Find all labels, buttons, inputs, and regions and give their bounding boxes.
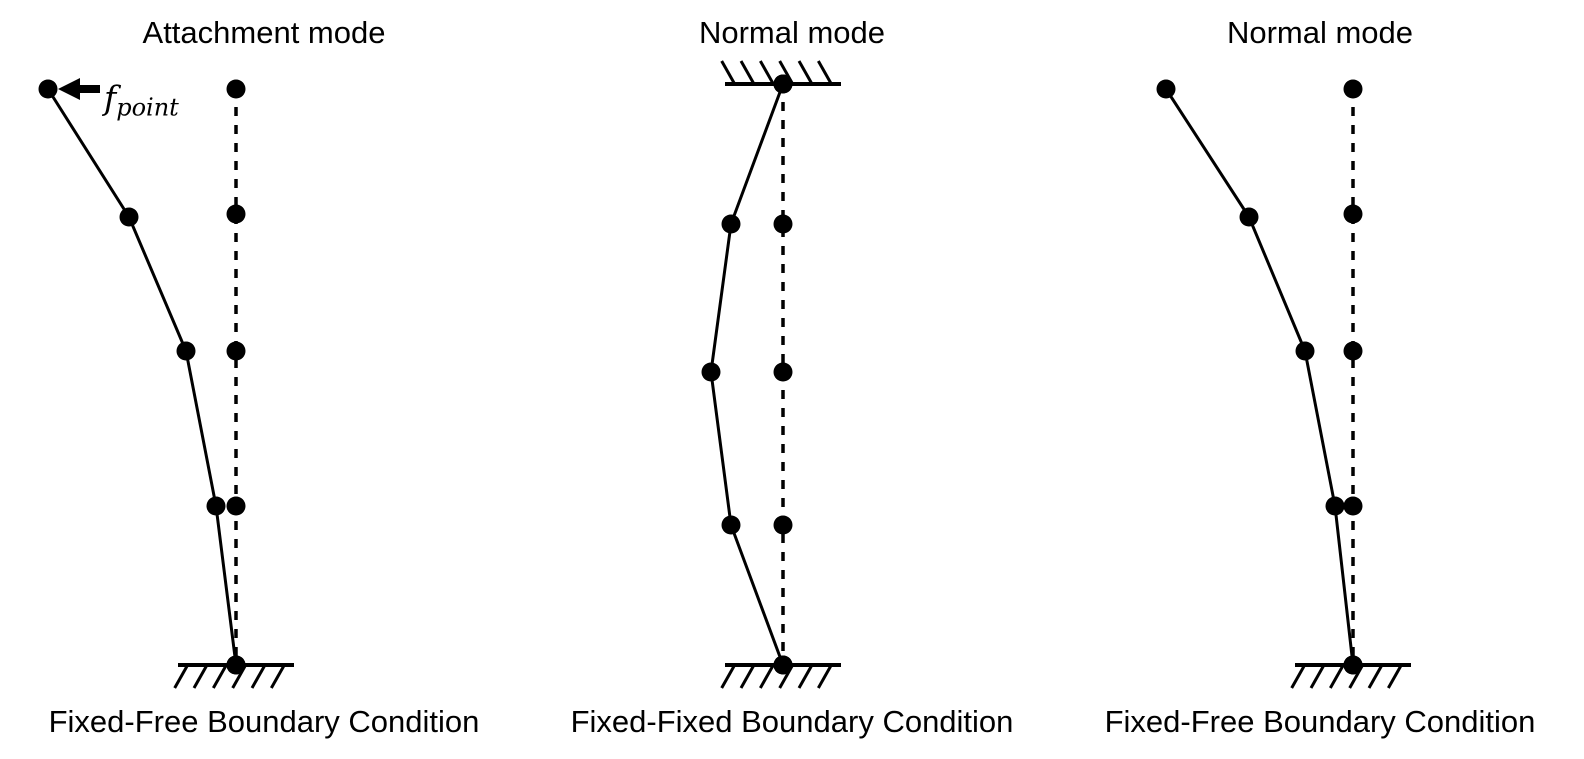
deformed-node [1343,655,1363,675]
reference-node [1343,79,1363,99]
deformed-node [1325,496,1345,516]
support-hatch [1329,664,1345,689]
support-hatch [739,664,756,689]
support-hatch [720,664,736,689]
support-hatch [739,60,756,85]
support-hatch [720,60,736,85]
support-hatch [192,664,209,689]
panel-title: Normal mode [698,15,886,50]
panel-caption: Fixed-Free Boundary Condition [48,704,480,739]
support-hatch [817,664,833,689]
mode-shape-diagram [701,60,841,689]
support-hatch [797,664,814,689]
reference-node [773,515,793,535]
reference-node [773,362,793,382]
deformed-node [721,515,741,535]
deformed-node [119,207,139,227]
force-arrow-head [58,78,80,100]
support-hatch [759,664,775,689]
support-hatch [250,664,267,689]
mode-shape-diagram [1156,79,1411,689]
panel-title: Attachment mode [142,15,386,50]
reference-node [1343,204,1363,224]
support-hatch [270,664,286,689]
panel-title: Normal mode [1226,15,1414,50]
reference-node [226,496,246,516]
support-hatch [1309,664,1326,689]
deformed-node [38,79,58,99]
panel-caption: Fixed-Fixed Boundary Condition [570,704,1014,739]
deformed-shape-curve [46,87,238,667]
support-hatch [1290,664,1306,689]
deformed-node [721,214,741,234]
reference-node [773,214,793,234]
support-hatch [759,60,775,85]
deformed-node [1295,341,1315,361]
deformed-node [773,655,793,675]
deformed-node [701,362,721,382]
deformed-node [1156,79,1176,99]
panel-attachment-mode: Attachment mode fpoint Fixed-Free Bounda… [0,0,528,759]
force-arrow [58,78,100,100]
support-hatch [817,60,833,85]
panel-caption: Fixed-Free Boundary Condition [1104,704,1536,739]
reference-node [1343,341,1363,361]
support-hatch [173,664,189,689]
panel-normal-mode-fixed-fixed: Normal mode Fixed-Fixed Boundary Conditi… [528,0,1056,759]
reference-node [226,204,246,224]
panel-normal-mode-fixed-free: Normal mode Fixed-Free Boundary Conditio… [1056,0,1584,759]
reference-node [1343,496,1363,516]
force-symbol: f [104,78,117,117]
deformed-node [226,655,246,675]
deformed-shape-curve [1164,87,1355,667]
deformed-node [176,341,196,361]
deformed-node [1239,207,1259,227]
reference-node [226,341,246,361]
support-hatch [1367,664,1384,689]
reference-node [226,79,246,99]
force-annotation-label: fpoint [104,78,179,122]
deformed-node [206,496,226,516]
force-subscript: point [116,93,179,122]
deformed-shape-curve [709,82,785,667]
support-hatch [1387,664,1403,689]
support-hatch [212,664,228,689]
support-hatch [797,60,814,85]
mode-shape-diagram [38,78,294,689]
deformed-node [773,74,793,94]
